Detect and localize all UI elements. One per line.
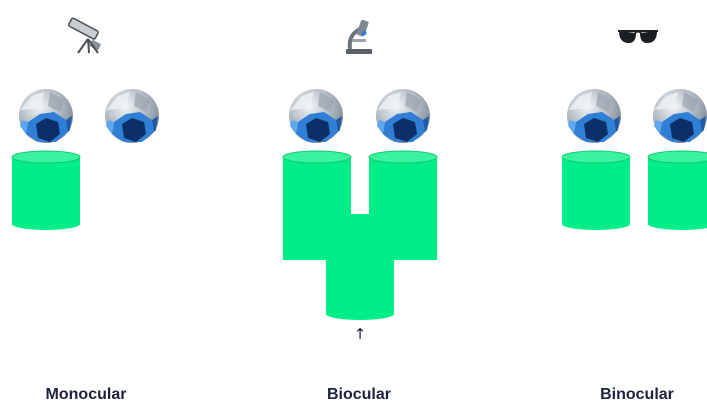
caption-binocular: Binocular <box>557 386 707 404</box>
left-eye-icon <box>567 89 621 143</box>
caption-biocular: Biocular <box>279 386 439 404</box>
monocular-panel <box>12 18 159 230</box>
biocular-barrel <box>283 151 437 320</box>
microscope-icon <box>346 19 372 54</box>
biocular-panel <box>283 19 437 320</box>
left-eye-icon <box>289 89 343 143</box>
left-eye-icon <box>19 89 73 143</box>
sunglasses-icon <box>618 31 658 43</box>
binocular-panel <box>562 31 707 230</box>
caption-monocular: Monocular <box>6 386 166 404</box>
binocular-right-barrel <box>648 151 707 230</box>
light-source-arrow-icon: ↑ <box>350 325 370 343</box>
right-eye-icon <box>653 89 707 143</box>
telescope-icon <box>68 18 101 53</box>
binocular-left-barrel <box>562 151 630 230</box>
right-eye-icon <box>105 89 159 143</box>
right-eye-icon <box>376 89 430 143</box>
monocular-barrel <box>12 151 80 230</box>
